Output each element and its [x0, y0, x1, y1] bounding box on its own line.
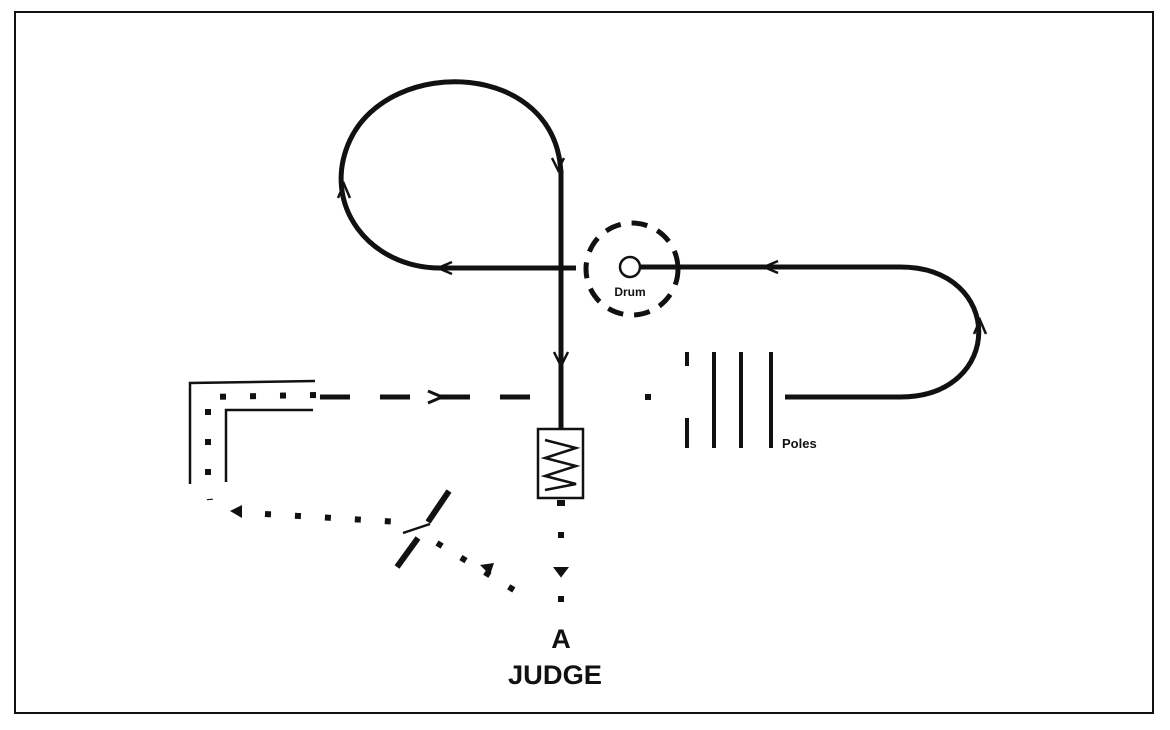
drum-icon: [618, 255, 642, 279]
chute-inner-wall: [224, 408, 313, 482]
dotted-path-judge: [557, 500, 565, 602]
gate-icon: [394, 489, 452, 569]
arrow-up-left-icon: [480, 563, 494, 575]
poles-label: Poles: [782, 436, 817, 451]
diagram-border: [14, 11, 1154, 714]
chute-outer-wall: [188, 379, 316, 484]
arrow-left-icon: [760, 259, 779, 275]
arrow-down-icon: [550, 157, 566, 173]
arrow-left-icon: [230, 505, 242, 518]
position-label: A: [551, 624, 571, 654]
judge-label: JUDGE: [508, 660, 602, 690]
arrow-up-icon: [336, 180, 352, 199]
spring-icon: [540, 438, 581, 492]
arrow-right-icon: [427, 389, 446, 405]
right-loop-path: [641, 264, 982, 400]
path-dot: [645, 394, 651, 400]
arrow-up-icon: [972, 316, 988, 335]
arrow-left-icon: [434, 260, 453, 276]
drum-label: Drum: [614, 285, 645, 299]
arrow-down-icon: [553, 567, 569, 578]
top-loop-path: [338, 79, 576, 271]
arrow-down-icon: [552, 351, 570, 369]
dotted-path-diagonal: [435, 540, 534, 604]
poles: [685, 352, 773, 448]
dotted-path-return: [264, 511, 401, 525]
